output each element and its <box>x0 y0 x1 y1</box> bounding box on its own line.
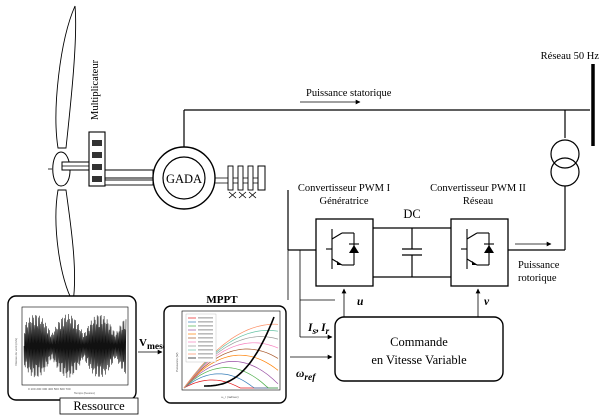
grid-bus: Réseau 50 Hz <box>541 51 599 146</box>
mppt-legend <box>188 317 213 359</box>
mppt-curve <box>183 373 278 389</box>
mppt-curve <box>183 330 279 389</box>
signal-u-label: u <box>357 296 364 308</box>
converter-pwm-2: Convertisseur PWM II Réseau <box>430 183 526 287</box>
mppt-curve <box>183 336 279 389</box>
multiplicateur-text: Multiplicateur <box>90 59 101 120</box>
wind-speed-waveform <box>23 314 127 378</box>
mppt-legend-text <box>198 317 213 319</box>
wind-plot-ylabel: Vitesse du vent (m/s) <box>14 338 18 366</box>
mppt-power-curves <box>183 316 279 389</box>
signal-v: v <box>475 288 490 317</box>
gearbox-icon <box>88 131 106 187</box>
mppt-legend-text <box>198 349 213 351</box>
puissance-rotorique-label-2: rotorique <box>518 273 557 284</box>
dc-label: DC <box>403 207 420 221</box>
conv1-subtitle: Génératrice <box>320 196 369 207</box>
puissance-statorique-label: Puissance statorique <box>306 88 392 99</box>
wind-plot-xlabel: Temps (heures) <box>74 391 95 395</box>
ressource-label: Ressource <box>73 399 125 413</box>
ressource-panel: Vitesse du vent (m/s) 0 100 200 300 400 … <box>7 295 139 415</box>
mppt-curve <box>183 348 279 389</box>
slip-rings <box>215 165 266 199</box>
commande-subtitle: en Vitesse Variable <box>371 353 467 367</box>
mppt-curve <box>183 367 278 389</box>
mppt-legend-text <box>198 345 213 347</box>
mppt-legend-text <box>198 325 213 327</box>
signal-currents: Is,Ir <box>287 250 335 340</box>
signal-v-label: v <box>484 296 490 308</box>
commande-block: Commande en Vitesse Variable <box>334 316 504 382</box>
mppt-xlabel: ω_r (rad/sec) <box>221 395 239 399</box>
mppt-optimal-curve <box>204 316 275 387</box>
mppt-curve <box>183 354 279 389</box>
gada-generator-icon: GADA <box>152 146 216 210</box>
wind-turbine-blades-icon <box>48 5 77 304</box>
rotor-cable <box>287 190 316 251</box>
stator-power-line: Puissance statorique <box>183 88 590 147</box>
hs-shaft <box>104 169 154 186</box>
reseau-label: Réseau 50 Hz <box>541 51 599 62</box>
mppt-panel: MPPT Puissance (W) ω_r (rad/sec) <box>163 294 287 404</box>
mppt-legend-text <box>198 321 213 323</box>
multiplicateur-label: Multiplicateur <box>90 59 101 120</box>
commande-title: Commande <box>390 335 448 349</box>
mppt-legend-text <box>198 337 213 339</box>
mppt-legend-text <box>198 333 213 335</box>
mppt-legend-text <box>198 357 213 359</box>
mppt-title: MPPT <box>206 294 238 306</box>
capacitor-icon <box>402 228 422 277</box>
converter-pwm-1: Convertisseur PWM I Génératrice <box>298 183 391 287</box>
mppt-curve <box>183 323 279 389</box>
signal-v-mesuree: Vmesée <box>138 337 171 355</box>
mppt-curve <box>183 361 279 389</box>
dc-link: DC <box>373 207 451 278</box>
signal-u: u <box>341 288 364 317</box>
gada-label: GADA <box>166 172 202 186</box>
conv2-subtitle: Réseau <box>463 196 494 207</box>
omega-ref-label: ωref <box>296 368 316 383</box>
conv1-title: Convertisseur PWM I <box>298 183 391 194</box>
v-mesuree-label: Vmesée <box>139 337 171 352</box>
mppt-legend-text <box>198 341 213 343</box>
signal-omega-ref: ωref <box>290 354 333 383</box>
mppt-legend-text <box>198 329 213 331</box>
wind-plot-xticks: 0 100 200 300 400 500 600 700 <box>28 387 71 391</box>
signal-is-ir-label: Is,Ir <box>307 322 330 337</box>
rotor-power-line: Puissance rotorique <box>508 241 565 284</box>
conv2-title: Convertisseur PWM II <box>430 183 526 194</box>
puissance-rotorique-label-1: Puissance <box>518 260 560 271</box>
mppt-ylabel: Puissance (W) <box>175 352 179 372</box>
transformer-icon <box>550 110 580 250</box>
mppt-legend-text <box>198 353 213 355</box>
